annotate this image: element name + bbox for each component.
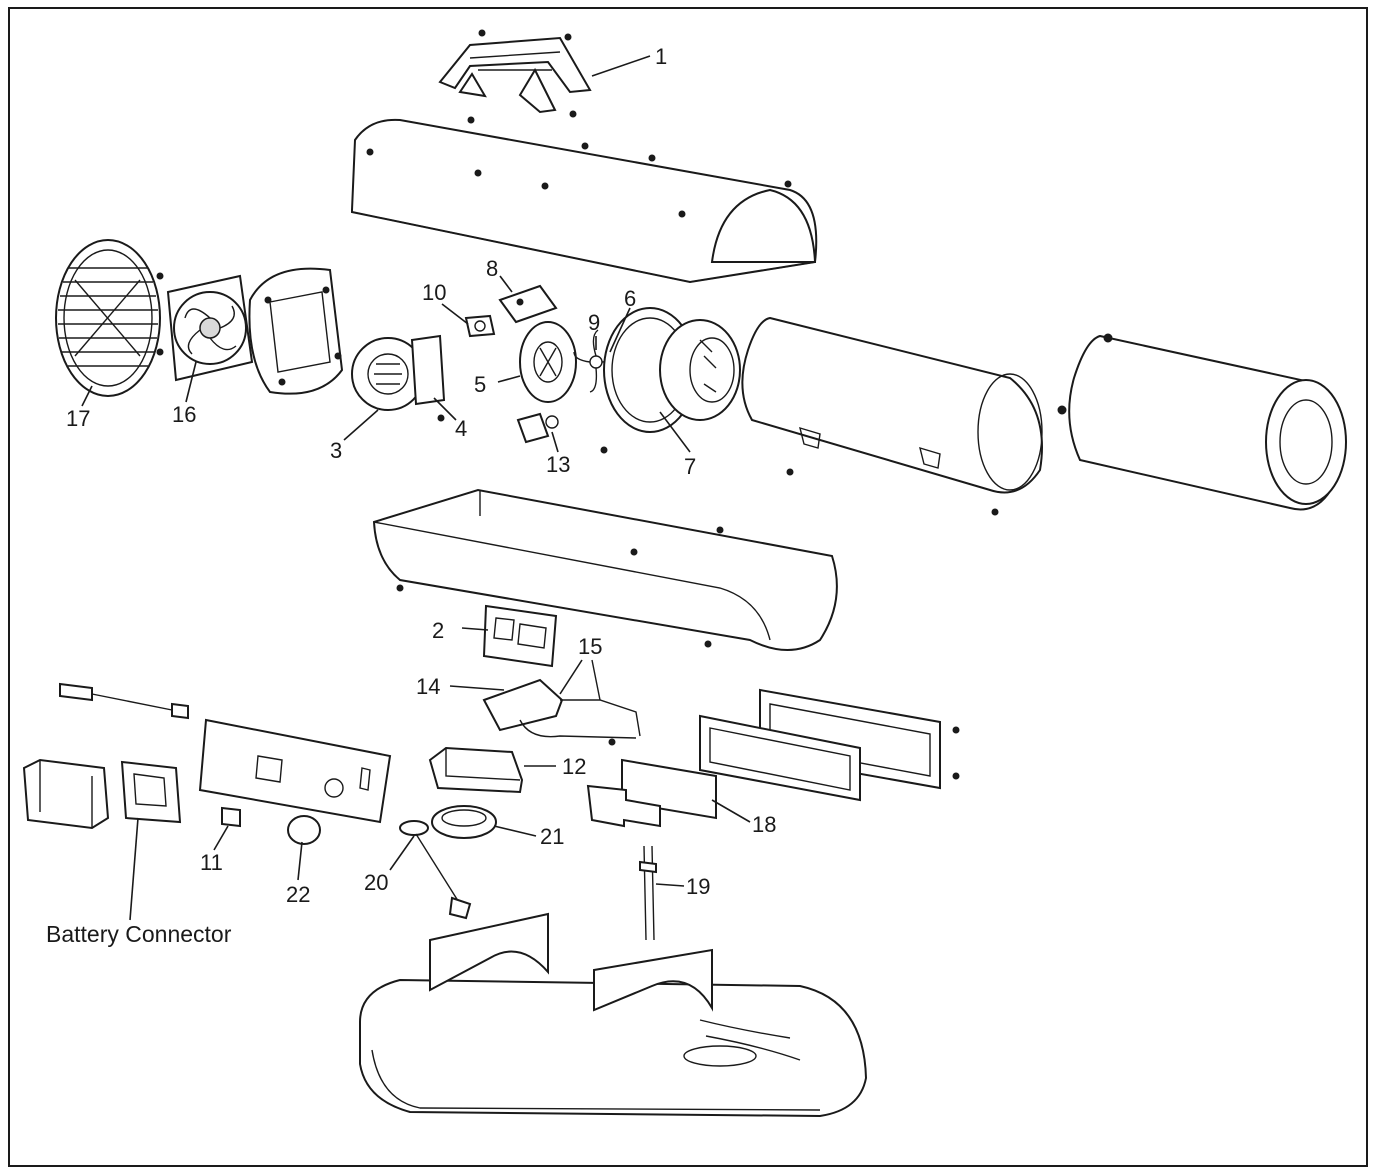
fan-part <box>166 274 254 382</box>
callout-1: 1 <box>655 44 667 69</box>
callout-3: 3 <box>330 438 342 463</box>
rear-guard-grill-part <box>55 239 164 397</box>
fuel-gauge-part <box>399 820 472 920</box>
pump-assembly-part <box>482 659 641 746</box>
motor-part <box>351 334 446 422</box>
callout-13: 13 <box>546 452 570 477</box>
callout-7: 7 <box>684 454 696 479</box>
power-cord-part <box>59 682 189 720</box>
battery-connector-part <box>120 760 182 824</box>
callout-21: 21 <box>540 824 564 849</box>
air-filter-part <box>586 688 960 828</box>
fuel-line-bracket-part <box>516 412 608 454</box>
callout-5: 5 <box>474 372 486 397</box>
lower-housing <box>372 488 838 651</box>
callout-17: 17 <box>66 406 90 431</box>
battery-pack-part <box>22 758 110 830</box>
battery-connector-label: Battery Connector <box>46 921 232 947</box>
fuel-sensor-part <box>639 845 657 941</box>
callout-18: 18 <box>752 812 776 837</box>
callout-15: 15 <box>578 634 602 659</box>
callout-2: 2 <box>432 618 444 643</box>
front-end-plate-part <box>519 321 577 403</box>
igniter-part <box>428 746 524 794</box>
callout-8: 8 <box>486 256 498 281</box>
leader-lines <box>81 55 751 921</box>
photocell-bracket-part <box>498 284 558 324</box>
burner-part <box>603 307 741 433</box>
thermostat-knob-part <box>287 815 321 845</box>
callout-10: 10 <box>422 280 446 305</box>
callout-14: 14 <box>416 674 440 699</box>
diagram-frame <box>8 7 1368 1167</box>
callout-22: 22 <box>286 882 310 907</box>
switch-part <box>221 806 241 828</box>
fuel-cap-part <box>431 805 497 839</box>
upper-housing <box>351 118 818 284</box>
control-board-part <box>482 604 558 668</box>
callout-19: 19 <box>686 874 710 899</box>
outer-cylinder <box>1057 333 1347 511</box>
callout-4: 4 <box>455 416 467 441</box>
handle-part <box>438 29 592 124</box>
callout-6: 6 <box>624 286 636 311</box>
rear-gasket-plate <box>248 267 344 395</box>
control-panel <box>198 718 392 824</box>
callout-12: 12 <box>562 754 586 779</box>
callout-16: 16 <box>172 402 196 427</box>
callout-9: 9 <box>588 310 600 335</box>
combustion-chamber <box>741 316 1043 516</box>
pump-rotor-part <box>464 314 496 338</box>
callout-20: 20 <box>364 870 388 895</box>
fuel-tank <box>359 912 868 1118</box>
callout-11: 11 <box>200 850 223 875</box>
